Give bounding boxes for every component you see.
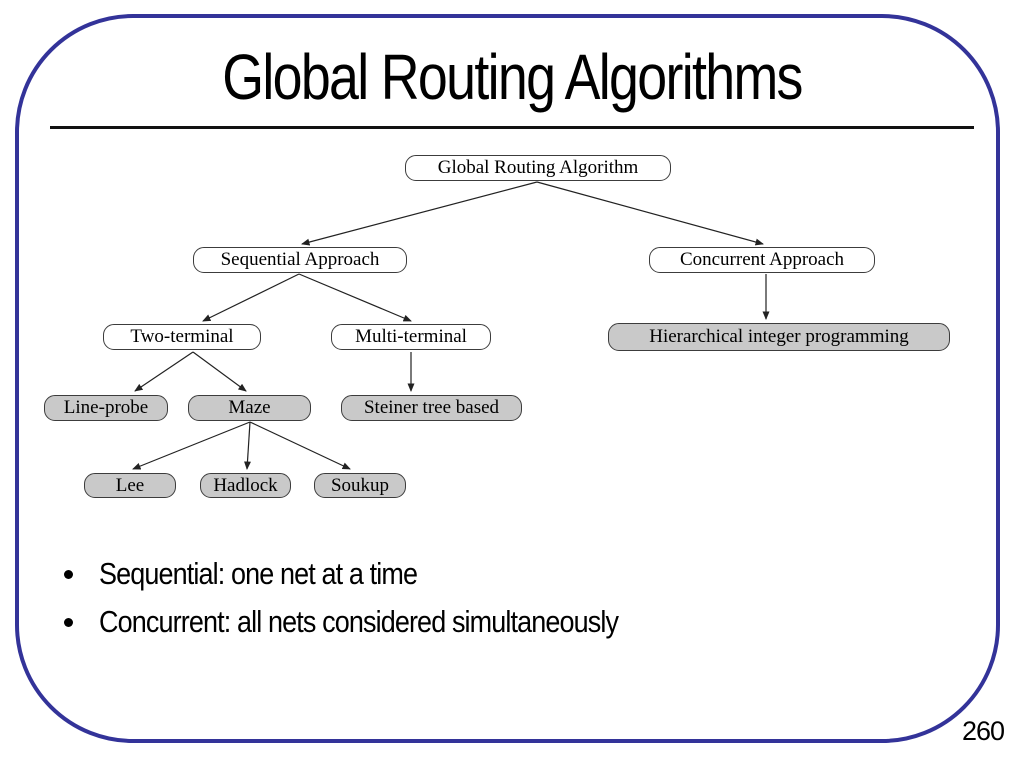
bullet-text-sequential: Sequential: one net at a time	[99, 556, 418, 591]
node-maze: Maze	[188, 395, 311, 421]
node-hierarchical-integer-programming: Hierarchical integer programming	[608, 323, 950, 351]
list-item: Concurrent: all nets considered simultan…	[58, 598, 696, 646]
page-title-text: Global Routing Algorithms	[222, 41, 803, 113]
node-soukup: Soukup	[314, 473, 406, 498]
node-steiner-tree-based: Steiner tree based	[341, 395, 522, 421]
title-underline	[50, 126, 974, 129]
list-item: Sequential: one net at a time	[58, 550, 696, 598]
bullet-dot-icon	[64, 569, 73, 579]
node-concurrent-approach: Concurrent Approach	[649, 247, 875, 273]
page-number: 260	[962, 716, 1005, 746]
node-multi-terminal: Multi-terminal	[331, 324, 491, 350]
node-line-probe: Line-probe	[44, 395, 168, 421]
node-two-terminal: Two-terminal	[103, 324, 261, 350]
node-sequential-approach: Sequential Approach	[193, 247, 407, 273]
page-title: Global Routing Algorithms	[0, 40, 1024, 114]
bullet-list: Sequential: one net at a time Concurrent…	[58, 550, 696, 646]
node-lee: Lee	[84, 473, 176, 498]
bullet-text-concurrent: Concurrent: all nets considered simultan…	[99, 604, 619, 639]
node-global-routing-algorithm: Global Routing Algorithm	[405, 155, 671, 181]
slide-border	[15, 14, 1000, 743]
node-hadlock: Hadlock	[200, 473, 291, 498]
bullet-dot-icon	[64, 617, 73, 627]
